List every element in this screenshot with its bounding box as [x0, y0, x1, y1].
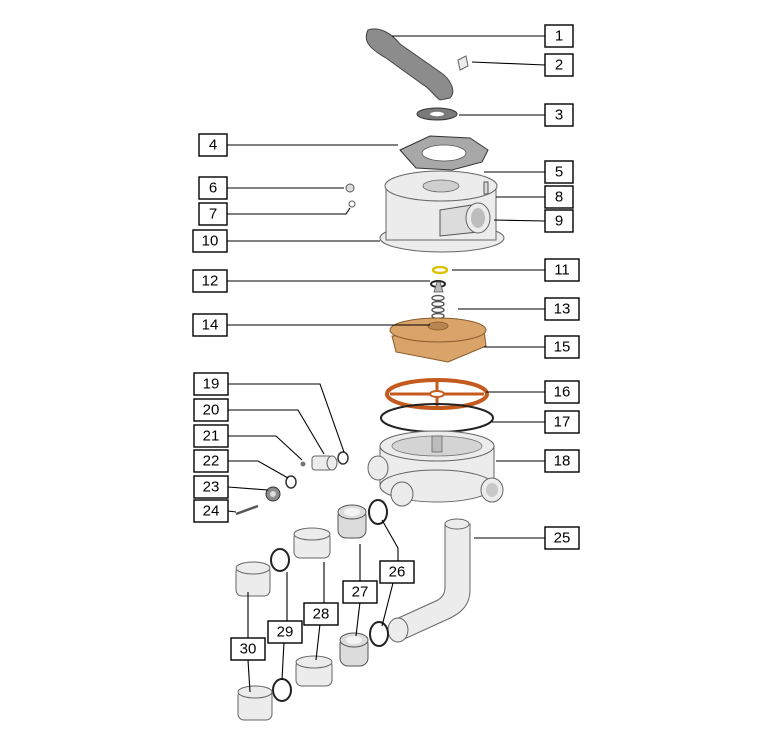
callout-14-text: 14 — [202, 317, 219, 334]
callout-19: 19 — [193, 372, 229, 396]
callout-3: 3 — [544, 103, 574, 127]
callout-26-text: 26 — [389, 564, 406, 581]
callout-5-text: 5 — [555, 164, 563, 181]
callout-27: 27 — [342, 580, 378, 604]
washer-hole — [430, 111, 444, 117]
callout-6-text: 6 — [209, 180, 217, 197]
callout-11-text: 11 — [554, 262, 570, 279]
callout-1: 1 — [544, 24, 574, 48]
part-socket-top — [235, 561, 271, 597]
part-gauge-oring — [337, 451, 349, 465]
callout-2: 2 — [544, 53, 574, 77]
part-rotor — [389, 317, 487, 363]
callout-5: 5 — [544, 160, 574, 184]
callout-20: 20 — [193, 398, 229, 422]
part-gauge-adapter — [311, 455, 338, 471]
callout-4: 4 — [198, 133, 228, 157]
part-handle — [365, 28, 454, 101]
callout-18-text: 18 — [554, 453, 571, 470]
elbow-pipe-end — [444, 518, 470, 530]
callout-29-text: 29 — [277, 624, 294, 641]
callout-7: 7 — [198, 202, 228, 226]
callout-8-text: 8 — [555, 189, 563, 206]
part-pin — [457, 55, 469, 71]
part-nut — [345, 183, 355, 193]
part-spider-gasket — [385, 378, 489, 410]
callout-26: 26 — [379, 560, 415, 584]
callout-27-text: 27 — [352, 584, 369, 601]
part-union-oring-top — [368, 499, 388, 525]
callout-10-text: 10 — [202, 233, 219, 250]
part-valve-body — [367, 430, 504, 507]
callout-22: 22 — [193, 449, 229, 473]
callout-15-text: 15 — [554, 339, 571, 356]
callout-1-text: 1 — [555, 28, 563, 45]
part-gauge-screw — [235, 504, 259, 516]
callout-16-text: 16 — [554, 384, 571, 401]
callout-20-text: 20 — [203, 402, 220, 419]
callout-30: 30 — [230, 637, 266, 661]
callout-12: 12 — [192, 269, 228, 293]
part-tail-oring-top — [270, 548, 290, 572]
callout-10: 10 — [192, 229, 228, 253]
part-union-nut-top — [337, 504, 367, 539]
callout-28-text: 28 — [313, 606, 330, 623]
callout-22-text: 22 — [203, 453, 220, 470]
part-union-oring-bottom — [369, 621, 389, 647]
callout-23: 23 — [193, 475, 229, 499]
part-union-tail-top — [293, 527, 331, 559]
callout-24-text: 24 — [203, 503, 220, 520]
callout-11: 11 — [544, 258, 580, 282]
callout-18: 18 — [544, 449, 580, 473]
callout-25: 25 — [544, 526, 580, 550]
callout-21-text: 21 — [203, 428, 220, 445]
callout-14: 14 — [192, 313, 228, 337]
callout-15: 15 — [544, 335, 580, 359]
part-oring-yellow — [431, 265, 449, 275]
part-tail-oring-bottom — [272, 678, 292, 702]
callout-28: 28 — [303, 602, 339, 626]
callout-6: 6 — [198, 176, 228, 200]
callout-4-text: 4 — [209, 137, 217, 154]
callout-8: 8 — [544, 185, 574, 209]
callout-30-text: 30 — [240, 641, 257, 658]
part-screw — [483, 181, 489, 195]
callout-9-text: 9 — [555, 213, 563, 230]
part-gauge-washer — [300, 461, 306, 467]
callout-17-text: 17 — [554, 414, 571, 431]
callout-17: 17 — [544, 410, 580, 434]
callout-labels: 1 2 3 4 5 6 8 7 9 10 11 12 13 14 15 19 1… — [192, 24, 580, 661]
callout-7-text: 7 — [209, 206, 217, 223]
callout-25-text: 25 — [554, 530, 571, 547]
callout-12-text: 12 — [202, 273, 219, 290]
part-gauge-cap — [265, 486, 281, 502]
cover-gasket-hole — [421, 144, 467, 162]
callout-21: 21 — [193, 424, 229, 448]
part-socket-bottom — [237, 685, 273, 721]
callout-29: 29 — [267, 620, 303, 644]
callout-24: 24 — [193, 499, 229, 523]
part-valve-cover — [379, 170, 505, 253]
callout-9: 9 — [544, 209, 574, 233]
leader-lines — [227, 35, 546, 693]
part-spring — [431, 281, 445, 320]
callout-13: 13 — [544, 297, 580, 321]
callout-16: 16 — [544, 380, 580, 404]
part-small-washer — [348, 200, 356, 208]
part-union-nut-bottom — [339, 632, 369, 667]
part-gauge-ring — [285, 475, 297, 489]
callout-3-text: 3 — [555, 107, 563, 124]
parts-illustration — [235, 28, 505, 721]
callout-13-text: 13 — [554, 301, 571, 318]
callout-19-text: 19 — [203, 376, 220, 393]
callout-23-text: 23 — [203, 479, 220, 496]
elbow-pipe-mouth — [387, 617, 409, 643]
part-union-tail-bottom — [295, 655, 333, 687]
callout-2-text: 2 — [555, 57, 563, 74]
